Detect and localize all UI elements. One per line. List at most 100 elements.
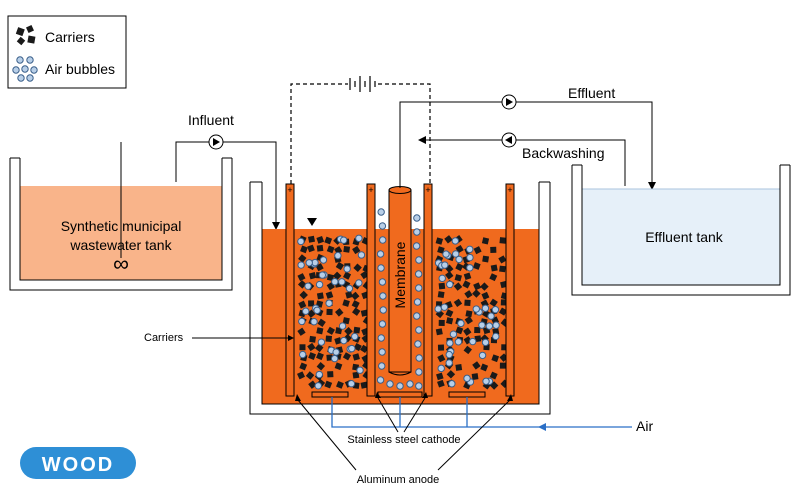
effluent-pump-icon [501,94,517,110]
air-bubble [469,337,477,346]
carrier [437,344,445,351]
air-bubble [451,237,460,245]
carriers-pointer-label: Carriers [144,332,184,344]
carrier [463,345,472,355]
air-bubble [297,237,305,246]
effluent-tank-label: Effluent tank [645,229,724,245]
air-bubble [492,332,500,341]
air-bubble [378,278,387,286]
carrier [334,308,344,317]
air-bubble [298,350,307,359]
air-bubble [378,320,387,328]
air-bubble [414,270,423,278]
air-bubble [466,264,474,272]
carrier [463,327,472,336]
air-bubble [377,264,385,272]
carrier [350,291,360,301]
air-bubble [378,348,386,356]
carrier [464,316,473,325]
power-supply-wiring [290,83,431,184]
water-level-marker [307,218,317,226]
carrier [342,317,350,325]
carrier [472,262,481,270]
carrier [490,264,498,272]
carrier [455,263,464,272]
carrier [324,236,333,245]
carrier [316,244,324,252]
carrier [499,362,506,369]
air-bubble [478,321,486,329]
cathode-label: Stainless steel cathode [347,434,460,446]
carrier [499,237,507,244]
air-supply-line [331,397,632,428]
effluent-arrowhead [648,182,656,190]
air-bubble [414,340,422,348]
carrier [462,280,471,289]
electrode-right-inner [423,183,433,397]
air-bubble [441,261,449,269]
carrier [437,379,445,388]
plus-sign: + [287,185,292,195]
air-bubble [377,208,385,216]
carrier [316,327,324,335]
legend-carriers-label: Carriers [45,29,95,45]
carrier [480,363,489,372]
carrier [360,344,369,354]
carrier [482,255,490,263]
carrier [446,370,456,379]
air-bubble [315,280,324,289]
electrode-plus-signs: + + + + [287,185,512,195]
influent-label: Influent [188,112,234,128]
effluent-tank-water [582,189,780,285]
carrier [352,307,361,316]
air-bubbles [297,208,500,390]
carrier [473,246,482,255]
carrier [307,244,315,253]
membrane-label: Membrane [392,241,408,308]
carrier [438,319,445,326]
air-bubble [340,336,348,345]
carrier [326,326,335,335]
carrier [481,237,490,245]
air-bubble [319,256,328,264]
air-bubble [357,251,366,259]
air-bubble [445,350,453,359]
air-bubble [442,250,450,258]
plus-sign: + [507,185,512,195]
carrier [316,292,324,300]
carrier [353,263,362,272]
carrier [454,274,462,282]
air-bubble [347,380,356,388]
air-bubble [472,305,480,313]
air-bubble [415,284,423,292]
carrier [453,298,463,308]
carrier [498,255,507,264]
air-bubble [438,274,446,283]
air-bubble [415,354,423,362]
carrier [352,353,360,361]
effluent-tank: Effluent tank [571,164,791,296]
carrier [325,335,332,342]
carrier [446,317,454,325]
carrier [336,380,344,389]
air-bubble [378,222,387,230]
electrode-left-inner [366,183,376,397]
air-bubble [449,330,458,338]
carrier [344,326,353,336]
synthetic-tank-walls [9,158,233,291]
carrier [473,282,482,291]
electrode-plates [285,183,515,397]
carrier [464,290,473,299]
carrier [317,318,326,328]
carrier [308,235,316,243]
carrier [444,235,453,244]
backwashing-label: Backwashing [522,145,605,161]
carrier [351,300,360,309]
carrier [472,289,481,298]
air-bubble [298,317,306,326]
carrier [438,282,446,290]
carrier [474,326,481,334]
air-bubble [379,236,387,244]
air-bubble [332,348,340,356]
influent-pump-icon [208,134,224,150]
